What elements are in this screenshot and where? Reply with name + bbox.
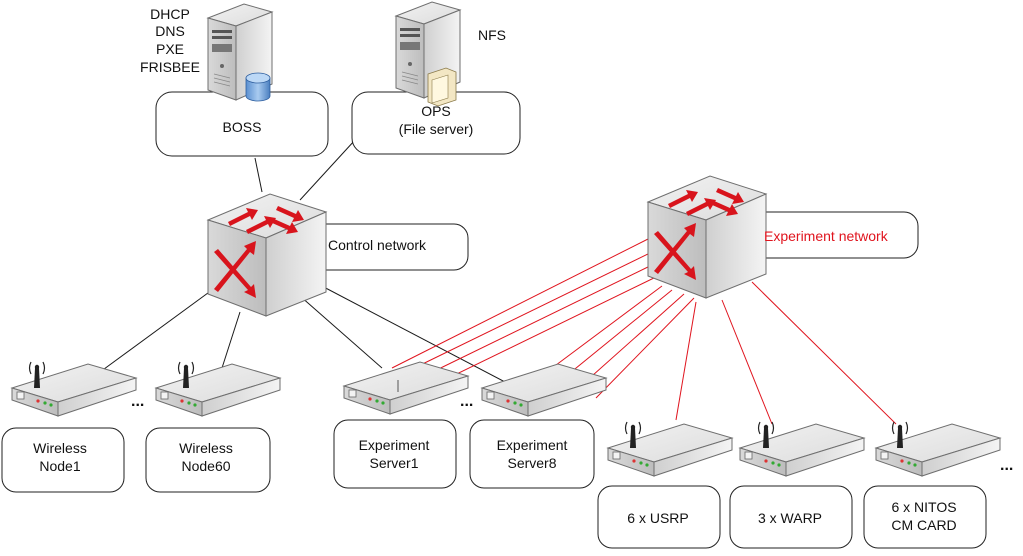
experiment-switch-icon bbox=[647, 175, 767, 299]
experiment-server1-line2: Server1 bbox=[369, 455, 418, 471]
nitos-label-line1: 6 x NITOS bbox=[891, 499, 956, 515]
experiment-server8-line2: Server8 bbox=[507, 455, 556, 471]
boss-label: BOSS bbox=[223, 119, 262, 135]
boss-service-dhcp: DHCP bbox=[150, 6, 190, 22]
boss-service-dns: DNS bbox=[155, 23, 185, 39]
boss-server: BOSS DHCP DNS PXE FRISBEE bbox=[140, 3, 329, 157]
link-control-expserver1 bbox=[299, 295, 383, 369]
wireless-node60-icon bbox=[155, 363, 281, 417]
warp-label-box bbox=[729, 485, 853, 549]
experiment-server1-icon bbox=[343, 361, 469, 415]
experiment-server1: Experiment Server1 bbox=[333, 361, 469, 489]
wireless-node1-line1: Wireless bbox=[33, 440, 87, 456]
usrp-node: 6 x USRP bbox=[597, 421, 733, 549]
link-exp-server8-d bbox=[595, 297, 695, 399]
boss-service-pxe: PXE bbox=[156, 41, 184, 57]
link-boss-control bbox=[254, 157, 263, 193]
wireless-node60: Wireless Node60 bbox=[145, 361, 281, 493]
wireless-node60-label-box bbox=[145, 427, 271, 493]
link-exp-server1-d bbox=[431, 275, 659, 387]
experiment-switch: Experiment network bbox=[647, 175, 919, 299]
wireless-node60-line1: Wireless bbox=[179, 440, 233, 456]
usrp-label: 6 x USRP bbox=[627, 510, 688, 526]
link-control-wireless1 bbox=[99, 289, 213, 373]
folder-icon bbox=[427, 67, 457, 107]
experiment-network-label: Experiment network bbox=[764, 228, 889, 244]
ellipsis-radios: ... bbox=[1000, 457, 1013, 474]
warp-label: 3 x WARP bbox=[758, 510, 822, 526]
nitos-node: 6 x NITOS CM CARD bbox=[863, 421, 1001, 549]
link-exp-usrp bbox=[675, 301, 697, 421]
wireless-node1-line2: Node1 bbox=[39, 458, 80, 474]
link-exp-server1-c bbox=[415, 263, 655, 381]
control-switch: Control network bbox=[207, 193, 469, 317]
link-exp-warp bbox=[721, 299, 773, 425]
nitos-label-line2: CM CARD bbox=[891, 517, 956, 533]
link-exp-server1-b bbox=[401, 251, 653, 375]
wireless-node1: Wireless Node1 bbox=[1, 361, 137, 493]
ops-service-nfs: NFS bbox=[478, 27, 506, 43]
ellipsis-wireless: ... bbox=[131, 393, 144, 410]
warp-node: 3 x WARP bbox=[729, 421, 865, 549]
ops-server: NFS OPS (File server) bbox=[351, 1, 521, 155]
link-exp-server1-a bbox=[391, 237, 651, 369]
nitos-label-box bbox=[863, 485, 987, 549]
boss-service-frisbee: FRISBEE bbox=[140, 59, 200, 75]
ops-label-line1: OPS bbox=[421, 103, 451, 119]
link-exp-nitos bbox=[751, 281, 897, 425]
wireless-node60-line2: Node60 bbox=[181, 458, 230, 474]
usrp-label-box bbox=[597, 485, 721, 549]
link-control-wireless60 bbox=[221, 311, 241, 369]
link-ops-control bbox=[299, 139, 356, 201]
control-network-label: Control network bbox=[328, 237, 427, 253]
experiment-server1-label-box bbox=[333, 419, 457, 489]
experiment-server8: Experiment Server8 bbox=[469, 363, 607, 489]
wireless-node1-label-box bbox=[1, 427, 125, 493]
control-switch-icon bbox=[207, 193, 327, 317]
experiment-server8-icon bbox=[481, 363, 607, 417]
database-icon bbox=[245, 72, 271, 102]
nitos-icon bbox=[875, 423, 1001, 477]
experiment-server8-label-box bbox=[469, 419, 595, 489]
ops-label-line2: (File server) bbox=[399, 121, 474, 137]
experiment-server1-line1: Experiment bbox=[359, 437, 430, 453]
experiment-server8-line1: Experiment bbox=[497, 437, 568, 453]
ellipsis-servers: ... bbox=[460, 393, 473, 410]
